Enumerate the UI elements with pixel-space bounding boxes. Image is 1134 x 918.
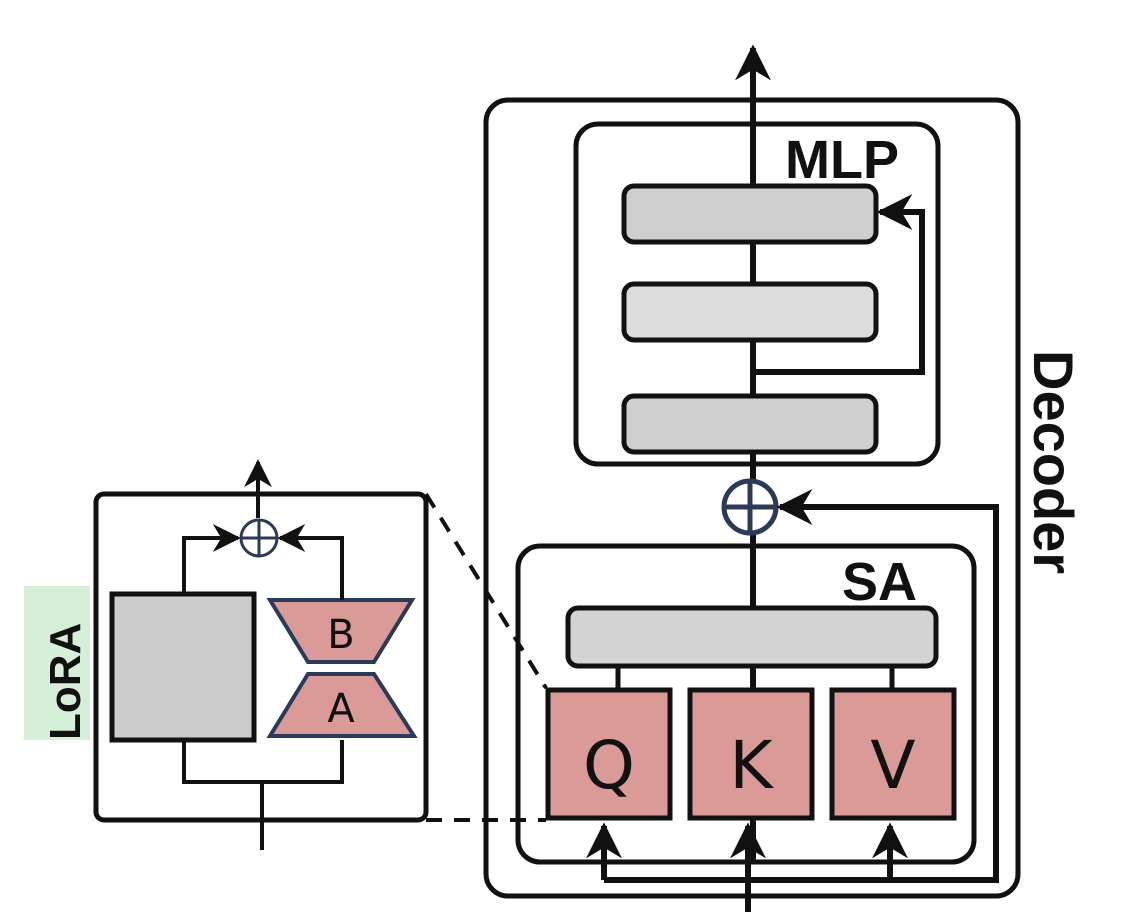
lora-frozen-weight — [109, 591, 257, 743]
k-label: K — [729, 727, 774, 804]
lora-b-matrix: B — [266, 598, 416, 664]
decoder-label: Decoder — [1022, 350, 1085, 574]
mlp-skip-connection — [753, 194, 925, 375]
v-label: V — [870, 727, 915, 804]
mlp-label: MLP — [785, 130, 899, 190]
lora-a-matrix: A — [266, 672, 418, 738]
lora-tag-background — [24, 586, 90, 740]
sa-label: SA — [842, 552, 917, 612]
sa-projection-layer — [565, 605, 939, 669]
mlp-layer-top — [621, 183, 879, 245]
mlp-layer-middle — [621, 281, 879, 343]
lora-label: LoRA — [41, 623, 90, 740]
mlp-layer-bottom — [621, 393, 879, 455]
lora-b-label: B — [327, 612, 354, 658]
v-box: V — [829, 687, 957, 821]
lora-frozen-path — [182, 524, 241, 594]
q-box: Q — [545, 687, 673, 821]
lora-adder — [239, 518, 279, 558]
zoom-line-top — [424, 492, 548, 690]
lora-a-label: A — [327, 686, 355, 732]
lora-split — [182, 740, 344, 784]
lora-adapter-path — [277, 524, 344, 600]
residual-adder — [721, 478, 779, 536]
k-box: K — [687, 687, 815, 821]
q-label: Q — [583, 727, 635, 804]
mlp-block — [573, 121, 941, 467]
